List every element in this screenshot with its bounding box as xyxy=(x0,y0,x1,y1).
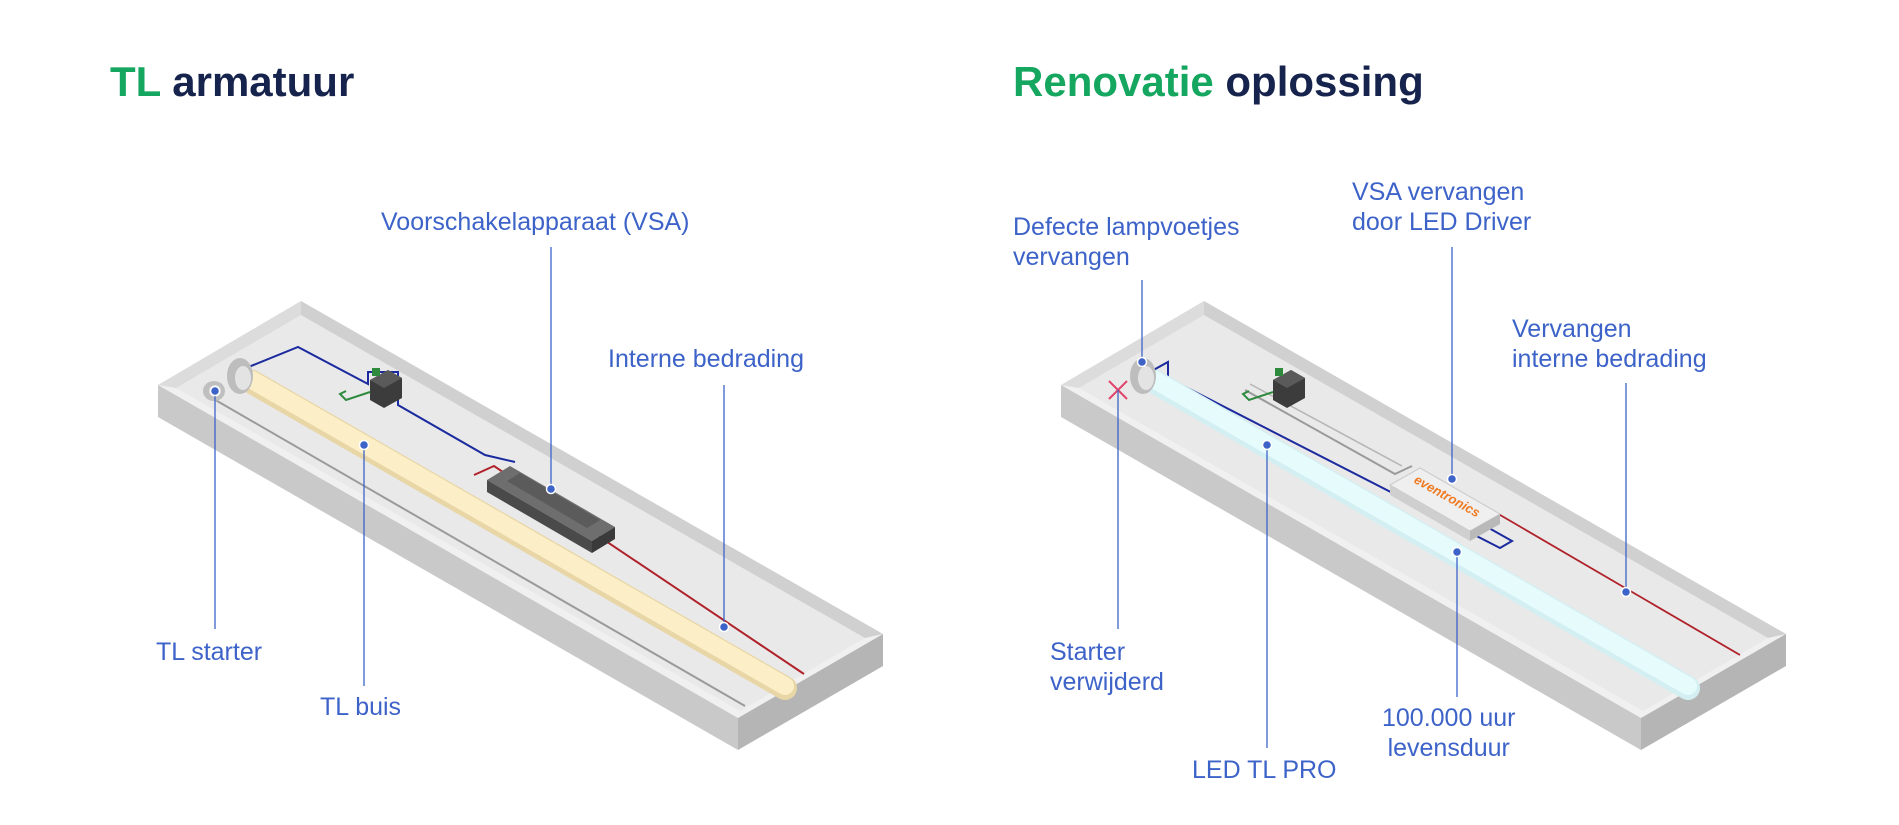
renovation-lamp-holder-icon xyxy=(1130,358,1156,394)
label-interne-bedrading: Interne bedrading xyxy=(608,345,804,373)
renovation-wire-red xyxy=(1494,511,1741,656)
renovation-wire-grey xyxy=(1244,389,1413,476)
label-starter-verwijderd: Starter verwijderd xyxy=(1050,638,1164,696)
marker-lampvoetjes xyxy=(1136,356,1148,368)
renovation-wire-blue xyxy=(1147,360,1515,550)
tl-ballast-vsa-icon xyxy=(487,466,615,553)
marker-bedrading xyxy=(718,621,730,633)
marker-vsa xyxy=(545,483,557,495)
label-led-tl-pro: LED TL PRO xyxy=(1192,756,1337,784)
tl-connector-icon xyxy=(338,368,402,408)
marker-starter xyxy=(209,385,221,397)
label-vsa-vervangen: VSA vervangen door LED Driver xyxy=(1352,178,1532,236)
marker-buis xyxy=(358,439,370,451)
marker-vervangen-bedrading xyxy=(1620,586,1632,598)
label-tl-buis: TL buis xyxy=(320,693,402,721)
marker-levensduur xyxy=(1451,546,1463,558)
marker-led-tl-pro xyxy=(1261,439,1273,451)
tl-internal-wire-red xyxy=(473,464,805,675)
tl-tube xyxy=(240,370,797,700)
tl-internal-wire-blue xyxy=(245,345,516,463)
label-vsa: Voorschakelapparaat (VSA) xyxy=(381,208,690,236)
label-vervangen-interne-bedrading: Vervangen interne bedrading xyxy=(1512,315,1707,373)
tl-lamp-holder-icon xyxy=(227,358,253,394)
label-defecte-lampvoetjes: Defecte lampvoetjes vervangen xyxy=(1013,213,1240,271)
renovation-connector-icon xyxy=(1241,368,1305,408)
label-levensduur: 100.000 uur levensduur xyxy=(1382,704,1516,762)
marker-driver xyxy=(1446,473,1458,485)
led-driver-icon: eventronics xyxy=(1388,467,1502,541)
label-tl-starter: TL starter xyxy=(156,638,263,666)
led-tl-pro-tube xyxy=(1143,370,1700,700)
title-renovatie-oplossing: Renovatie oplossing xyxy=(1013,58,1424,105)
tl-internal-wire-grey xyxy=(211,397,746,707)
title-tl-armatuur: TL armatuur xyxy=(110,58,355,105)
